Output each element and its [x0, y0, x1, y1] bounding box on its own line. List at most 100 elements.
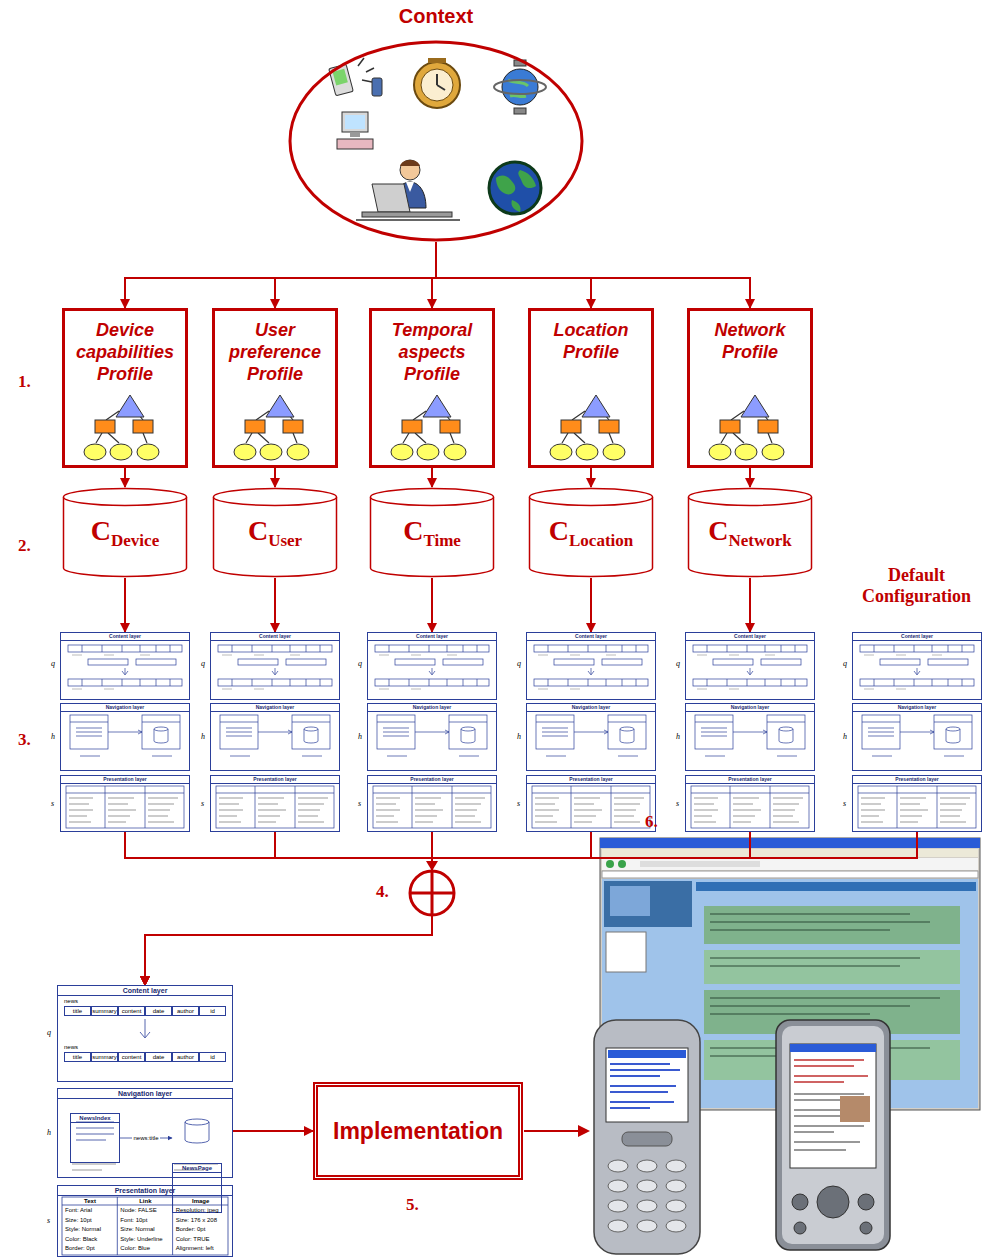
flow-arrow [233, 1130, 313, 1132]
callout-number: 2. [18, 536, 31, 556]
node-label: Content layer [61, 633, 189, 641]
node-label: Presentation layer [61, 776, 189, 784]
node-heading: Context [288, 0, 584, 28]
entity-field: id [199, 1052, 226, 1062]
table-cell: Style: Normal [63, 1225, 117, 1234]
flow-arrow [749, 578, 751, 632]
layer-letter: h [358, 732, 362, 741]
store-label: CDevice [62, 487, 188, 547]
table-cell: Font: Arial [63, 1206, 117, 1215]
layer-letter: q [843, 659, 847, 668]
profile-box: Network Profile [687, 308, 813, 468]
flow-arrow [145, 832, 432, 985]
flow-arrow [125, 832, 432, 985]
entity-field: date [145, 1052, 172, 1062]
node-label: Content layer [686, 633, 814, 641]
store-subscript: Time [423, 531, 460, 550]
content-layer: Content layer [210, 632, 340, 700]
entity-field: content [118, 1006, 145, 1016]
store-symbol: C [708, 515, 728, 546]
flow-arrow [431, 578, 433, 632]
content-layer: Content layer [526, 632, 656, 700]
presentation-layer: Presentation layer [685, 775, 815, 832]
node-label: Navigation layer [58, 1089, 232, 1099]
callout-number: 5. [406, 1195, 419, 1215]
navigation-layer: Navigation layer [526, 703, 656, 771]
flow-arrow [590, 578, 592, 632]
node-label: Navigation layer [686, 704, 814, 712]
store-symbol: C [248, 515, 268, 546]
layer-letter: h [843, 732, 847, 741]
node-label: Navigation layer [61, 704, 189, 712]
content-layer: Content layer [367, 632, 497, 700]
profile-box: Device capabilities Profile [62, 308, 188, 468]
table-cell: Image [174, 1197, 228, 1205]
layer-letter: s [517, 799, 520, 808]
layer-letter: q [47, 1028, 51, 1037]
implementation-box: Implementation [313, 1082, 523, 1180]
flow-arrow [590, 468, 592, 487]
entity-field: title [64, 1052, 91, 1062]
navigation-layer: Navigation layerNewsIndexNewsPage [57, 1088, 233, 1178]
node-label: Content layer [368, 633, 496, 641]
table-cell: Size: 176 x 208 [174, 1216, 228, 1225]
node-label: Presentation layer [211, 776, 339, 784]
content-layer: Content layer [57, 985, 233, 1082]
node-label: Temporal aspects Profile [372, 311, 492, 385]
presentation-layer: Presentation layer [526, 775, 656, 832]
flow-arrow [145, 832, 432, 985]
entity-field: title [64, 1006, 91, 1016]
flow-arrow [274, 578, 276, 632]
node-label: Content layer [527, 633, 655, 641]
presentation-layer: Presentation layer [210, 775, 340, 832]
layer-letter: h [47, 1128, 51, 1137]
node-label: Presentation layer [527, 776, 655, 784]
node-label: Content layer [853, 633, 981, 641]
table-cell: Color: Black [63, 1235, 117, 1244]
presentation-layer: Presentation layer [367, 775, 497, 832]
content-layer: Content layer [60, 632, 190, 700]
layer-letter: h [51, 732, 55, 741]
store-label: CNetwork [687, 487, 813, 547]
layer-letter: s [676, 799, 679, 808]
node-label: Content layer [58, 986, 232, 996]
callout-number: 3. [18, 730, 31, 750]
table-cell: Border: 0pt [174, 1225, 228, 1234]
layer-letter: q [676, 659, 680, 668]
callout-number: 6. [645, 812, 658, 832]
table-cell: Link [118, 1197, 172, 1205]
flow-arrow [436, 242, 591, 308]
page-box: NewsPage [172, 1163, 222, 1213]
flow-arrow [431, 468, 433, 487]
profile-box: User preference Profile [212, 308, 338, 468]
edge-label: news:title [132, 1135, 159, 1142]
entity-name: news [64, 1043, 78, 1051]
table-cell: Resolution: jpeg [174, 1206, 228, 1215]
store-label: CTime [369, 487, 495, 547]
node-label: NewsPage [173, 1164, 221, 1173]
layer-letter: q [51, 659, 55, 668]
presentation-layer: Presentation layer [852, 775, 982, 832]
context-store: CTime [369, 487, 495, 578]
node-label: Content layer [211, 633, 339, 641]
store-subscript: Network [728, 531, 791, 550]
node-label: Device capabilities Profile [65, 311, 185, 385]
flow-arrow [124, 468, 126, 487]
flow-arrow [275, 242, 436, 308]
node-label: NewsIndex [71, 1114, 119, 1123]
node-label: Implementation [333, 1118, 503, 1145]
ellipse-outline [288, 0, 584, 242]
node-label: Presentation layer [686, 776, 814, 784]
layer-letter: s [51, 799, 54, 808]
node-label: Location Profile [531, 311, 651, 363]
flow-arrow [145, 832, 591, 985]
flow-arrow [125, 242, 436, 308]
store-subscript: Device [111, 531, 159, 550]
content-layer: Content layer [852, 632, 982, 700]
context-ellipse: Context [288, 0, 584, 242]
table-cell: Node: FALSE [118, 1206, 172, 1215]
table-cell: Alignment: left [174, 1244, 228, 1253]
layer-letter: q [201, 659, 205, 668]
